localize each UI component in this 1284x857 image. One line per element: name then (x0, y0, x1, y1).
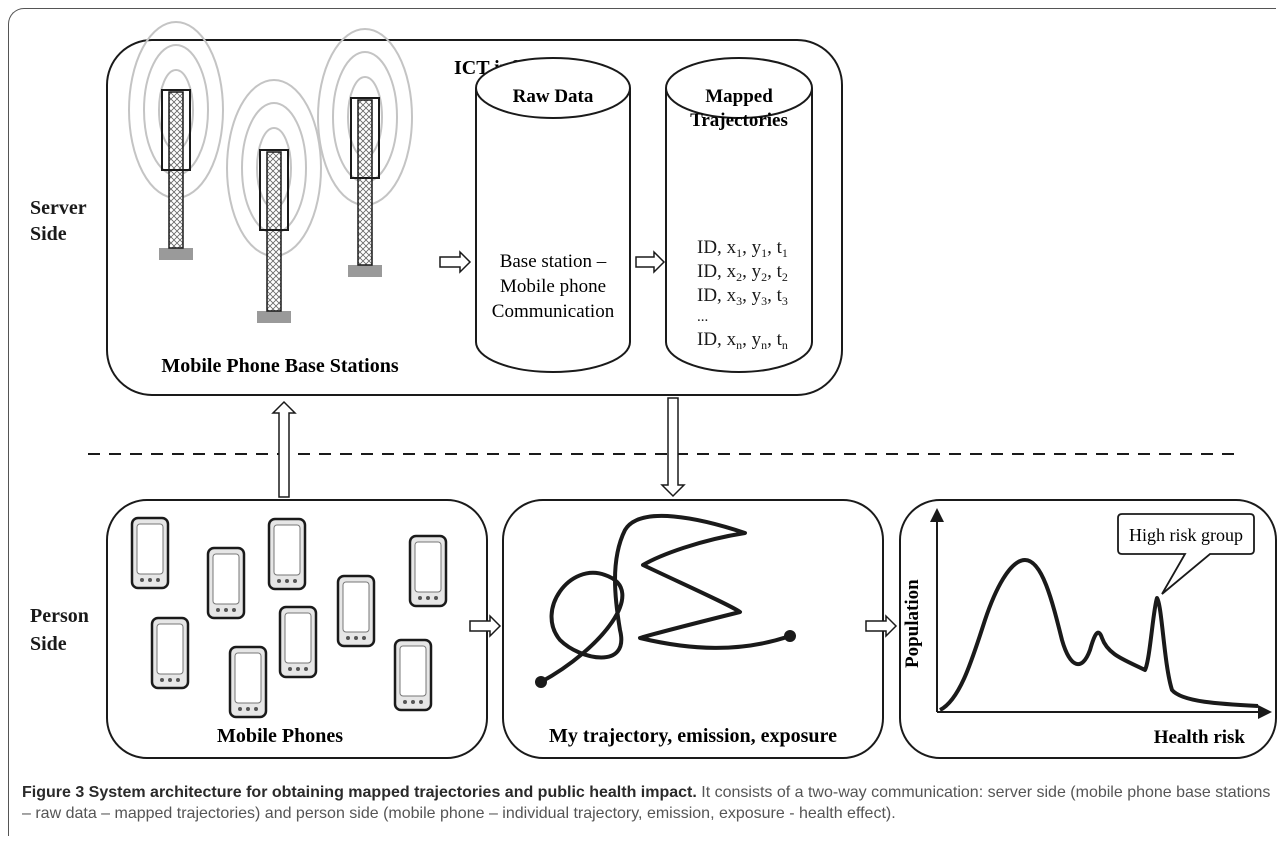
caption-title: Figure 3 System architecture for obtaini… (22, 784, 697, 801)
mapped-row: ID, x3, y3, t3 (697, 285, 788, 308)
trajectory-label: My trajectory, emission, exposure (549, 725, 837, 747)
arrow-down-icon (660, 397, 686, 498)
health-risk-box (899, 499, 1277, 759)
x-axis-label: Health risk (1154, 727, 1246, 748)
arrow-to-health-icon (865, 614, 898, 638)
mobile-phones-label: Mobile Phones (217, 725, 343, 747)
base-stations-label: Mobile Phone Base Stations (161, 355, 398, 377)
x-axis-arrow-icon (1258, 705, 1272, 719)
raw-data-title: Raw Data (513, 86, 594, 107)
trajectory-end-point (784, 630, 796, 642)
raw-data-line-1: Base station – (500, 251, 607, 272)
arrow-to-trajectory-icon (469, 614, 502, 638)
base-station-tower-icon (128, 21, 224, 260)
y-axis-label: Population (902, 579, 923, 668)
y-axis-arrow-icon (930, 508, 944, 522)
mapped-rows: ID, x1, y1, t1 ID, x2, y2, t2 ID, x3, y3… (697, 237, 788, 352)
base-station-tower-icon (226, 79, 322, 323)
mobile-phone-icon (393, 638, 433, 712)
callout-text: High risk group (1129, 525, 1243, 545)
mapped-row-ellipsis: ... (697, 309, 708, 325)
mobile-phone-icon (408, 534, 448, 608)
health-risk-curve (938, 558, 1259, 712)
raw-data-line-3: Communication (492, 301, 615, 322)
arrow-up-icon (271, 400, 297, 498)
mapped-title-line-1: Mapped (705, 86, 773, 107)
mobile-phone-icon (150, 616, 190, 690)
server-side-label-2: Side (30, 223, 67, 245)
mobile-phone-icon (206, 546, 246, 620)
mapped-row: ID, xn, yn, tn (697, 329, 788, 352)
mobile-phone-icon (228, 645, 268, 719)
person-side-label-2: Side (30, 633, 67, 655)
high-risk-callout (1117, 513, 1255, 595)
raw-data-line-2: Mobile phone (500, 276, 606, 297)
arrow-to-mapped-icon (635, 250, 666, 274)
mapped-trajectories-cylinder (665, 57, 813, 373)
mapped-row: ID, x2, y2, t2 (697, 261, 788, 284)
caption-body: It consists of a two-way communication: … (22, 784, 1271, 822)
mobile-phone-icon (278, 605, 318, 679)
trajectory-box (502, 499, 884, 759)
architecture-diagram: Server Side Person Side ICT infrastrutur… (30, 21, 1277, 759)
raw-data-cylinder (475, 57, 631, 373)
mobile-phone-icon (336, 574, 376, 648)
trajectory-path (539, 513, 792, 684)
server-side-label-1: Server (30, 197, 87, 219)
mapped-row: ID, x1, y1, t1 (697, 237, 788, 260)
trajectory-start-point (535, 676, 547, 688)
mobile-phone-icon (130, 516, 170, 590)
person-side-label-1: Person (30, 605, 89, 627)
ict-infrastructure-box (106, 39, 843, 396)
mapped-title-line-2: Trajectories (690, 110, 788, 131)
mobile-phone-icon (267, 517, 307, 591)
figure-caption: Figure 3 System architecture for obtaini… (22, 782, 1272, 824)
mobile-phones-group (130, 516, 448, 719)
arrow-to-raw-data-icon (439, 250, 472, 274)
base-station-tower-icon (317, 28, 413, 277)
